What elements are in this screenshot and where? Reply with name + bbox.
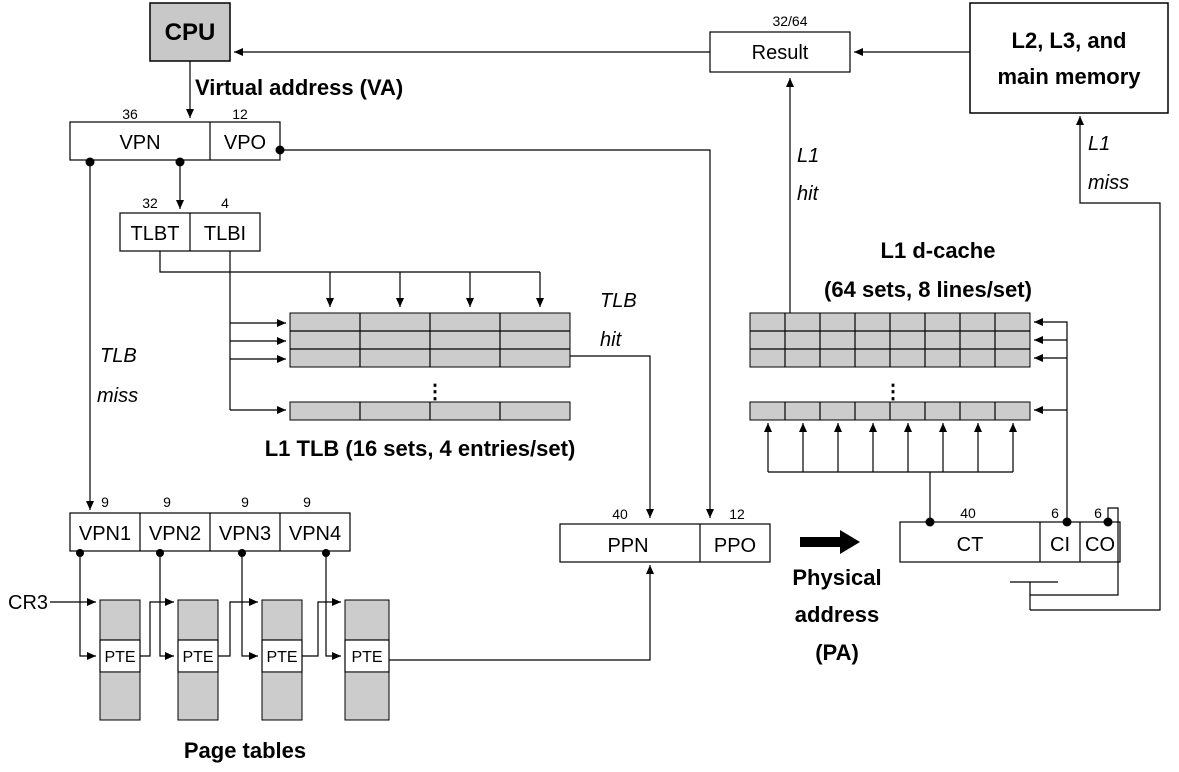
tlb-hit-line1: TLB xyxy=(600,290,637,312)
l1-miss-line2: miss xyxy=(1088,172,1129,194)
dcache-title-line2: (64 sets, 8 lines/set) xyxy=(824,277,1032,302)
vpo-bits: 12 xyxy=(232,106,248,122)
pa-to-cache-arrow xyxy=(800,530,860,554)
ppn-field: PPN xyxy=(607,535,648,557)
vpn2-field: VPN2 xyxy=(149,523,201,545)
l1-hit-line1: L1 xyxy=(797,145,819,167)
dcache-ellipsis: ⋮ xyxy=(883,381,903,403)
tlbi-bits: 4 xyxy=(221,195,229,211)
ppo-field: PPO xyxy=(714,535,756,557)
dcache-title-line1: L1 d-cache xyxy=(881,238,996,263)
co-field: CO xyxy=(1085,534,1115,556)
vpn-fields-register: VPN1 VPN2 VPN3 VPN4 9 9 9 9 xyxy=(69,494,351,552)
vpo-field: VPO xyxy=(224,132,266,154)
page-table-1: PTE xyxy=(99,599,141,721)
va-title: Virtual address (VA) xyxy=(195,75,403,100)
pte-label-2: PTE xyxy=(182,649,213,666)
cache-address-register: CT CI CO 40 6 6 xyxy=(899,505,1121,563)
result-bits: 32/64 xyxy=(772,13,807,29)
tlb-miss-line2: miss xyxy=(97,385,138,407)
tlb-hit-line2: hit xyxy=(600,329,623,351)
pte-label-1: PTE xyxy=(104,649,135,666)
tlb-hit-arrow xyxy=(570,355,654,518)
page-tables-title: Page tables xyxy=(184,738,306,763)
l1-hit-line2: hit xyxy=(797,183,820,205)
pte-label-3: PTE xyxy=(266,649,297,666)
memory-box: L2, L3, and main memory xyxy=(969,2,1169,114)
tlbt-bits: 32 xyxy=(142,195,158,211)
tlbt-field: TLBT xyxy=(131,223,180,245)
vpn1-bits: 9 xyxy=(101,494,109,510)
ppn-bits: 40 xyxy=(612,506,628,522)
cpu-label: CPU xyxy=(165,19,216,46)
pa-title-line1: Physical xyxy=(792,565,881,590)
cr3-label: CR3 xyxy=(8,592,48,614)
ci-bits: 6 xyxy=(1051,505,1059,521)
vpn-bits: 36 xyxy=(122,106,138,122)
vpn3-field: VPN3 xyxy=(219,523,271,545)
vpn-field: VPN xyxy=(119,132,160,154)
virtual-address-register: VPN VPO 36 12 xyxy=(69,106,281,161)
ppo-bits: 12 xyxy=(729,506,745,522)
vpn4-bits: 9 xyxy=(303,494,311,510)
memory-line2: main memory xyxy=(997,64,1141,89)
physical-address-register: PPN PPO 40 12 xyxy=(559,506,771,563)
vpn3-bits: 9 xyxy=(241,494,249,510)
cpu-box: CPU xyxy=(149,2,231,62)
ct-field: CT xyxy=(957,534,984,556)
l1-miss-arrow xyxy=(1030,116,1161,611)
tlbi-field: TLBI xyxy=(204,223,246,245)
page-table-4: PTE xyxy=(344,599,390,721)
vpn4-field: VPN4 xyxy=(289,523,341,545)
pa-title-line3: (PA) xyxy=(815,640,859,665)
page-table-3: PTE xyxy=(261,599,303,721)
tlb-miss-line1: TLB xyxy=(100,345,137,367)
result-box: Result 32/64 xyxy=(709,13,851,73)
l1-dcache-array xyxy=(749,312,1031,421)
tlb-ellipsis: ⋮ xyxy=(425,381,445,403)
co-bits: 6 xyxy=(1094,505,1102,521)
ct-bits: 40 xyxy=(960,505,976,521)
ci-field: CI xyxy=(1050,534,1070,556)
l1-miss-line1: L1 xyxy=(1088,133,1110,155)
pa-title-line2: address xyxy=(795,602,879,627)
page-table-2: PTE xyxy=(177,599,219,721)
vpn1-field: VPN1 xyxy=(79,523,131,545)
memory-line1: L2, L3, and xyxy=(1012,28,1127,53)
tlb-title: L1 TLB (16 sets, 4 entries/set) xyxy=(265,436,576,461)
pte-to-ppn-arrow xyxy=(389,565,654,661)
l1-tlb-array xyxy=(289,312,571,421)
result-label: Result xyxy=(752,42,809,64)
vpo-to-ppo-arrow xyxy=(280,149,714,518)
tlb-index-register: TLBT TLBI 32 4 xyxy=(119,195,261,252)
pte-label-4: PTE xyxy=(351,649,382,666)
vpn2-bits: 9 xyxy=(163,494,171,510)
